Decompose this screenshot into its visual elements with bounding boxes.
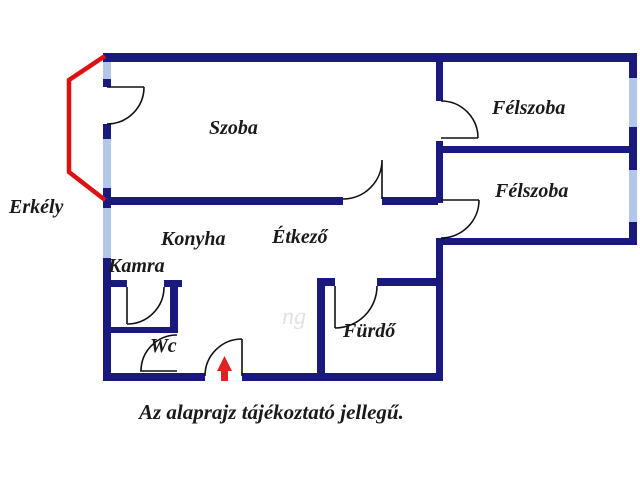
room-label-szoba: Szoba: [209, 117, 258, 139]
left-wall-segment: [103, 124, 111, 139]
felszoba-divider-wall: [436, 146, 637, 153]
window-felszoba-2: [629, 170, 637, 222]
room-label-erkely: Erkély: [9, 196, 64, 218]
watermark-fragment: ng: [282, 304, 306, 330]
entrance-arrow-icon: [217, 356, 232, 381]
bottom-exterior-wall: [103, 373, 205, 381]
window-konyha: [103, 208, 111, 258]
furdo-door-arc: [334, 285, 378, 329]
room-label-etkezo: Étkező: [272, 226, 328, 248]
bottom-exterior-wall: [242, 373, 443, 381]
furdo-top-wall: [317, 278, 335, 286]
balcony-outline: [66, 54, 107, 202]
left-wall-segment: [103, 79, 111, 87]
central-vertical-wall: [436, 53, 443, 101]
doors: [106, 86, 480, 377]
kamra-right-wall: [170, 280, 178, 333]
room-label-felszoba-1: Félszoba: [492, 97, 566, 119]
window-szoba-left-upper: [103, 62, 111, 79]
furdo-top-wall: [377, 278, 443, 286]
left-wall-segment: [103, 258, 111, 381]
room-label-furdo: Fürdő: [343, 320, 396, 342]
central-vertical-wall: [436, 238, 443, 381]
right-wall-segment: [629, 222, 637, 245]
szoba-door-arc: [342, 159, 383, 200]
entrance-door-arc: [204, 338, 243, 377]
felszoba2-bottom-wall: [436, 238, 637, 245]
kamra-top-wall: [103, 280, 127, 287]
caption-text: Az alaprajz tájékoztató jellegű.: [139, 400, 404, 424]
room-label-felszoba-2: Félszoba: [495, 180, 569, 202]
window-szoba-left-lower: [103, 139, 111, 188]
room-label-konyha: Konyha: [161, 228, 226, 250]
room-label-kamra: Kamra: [108, 255, 165, 277]
right-wall-segment: [629, 53, 637, 78]
balcony-door-arc: [106, 86, 145, 125]
walls: [103, 53, 637, 381]
windows: [103, 62, 637, 258]
szoba-bottom-wall: [382, 197, 438, 205]
room-label-wc: Wc: [150, 335, 177, 357]
wc-door-arc: [140, 334, 178, 372]
felszoba1-door-arc: [440, 100, 479, 139]
kamra-bottom-wall: [103, 327, 178, 333]
felszoba2-door-arc: [440, 199, 480, 239]
top-exterior-wall: [103, 53, 637, 62]
central-vertical-wall: [436, 141, 443, 203]
window-felszoba-1: [629, 78, 637, 127]
kamra-door-arc: [126, 286, 165, 325]
furdo-left-wall: [317, 278, 325, 381]
szoba-bottom-wall: [103, 197, 343, 205]
left-wall-segment: [103, 53, 111, 62]
